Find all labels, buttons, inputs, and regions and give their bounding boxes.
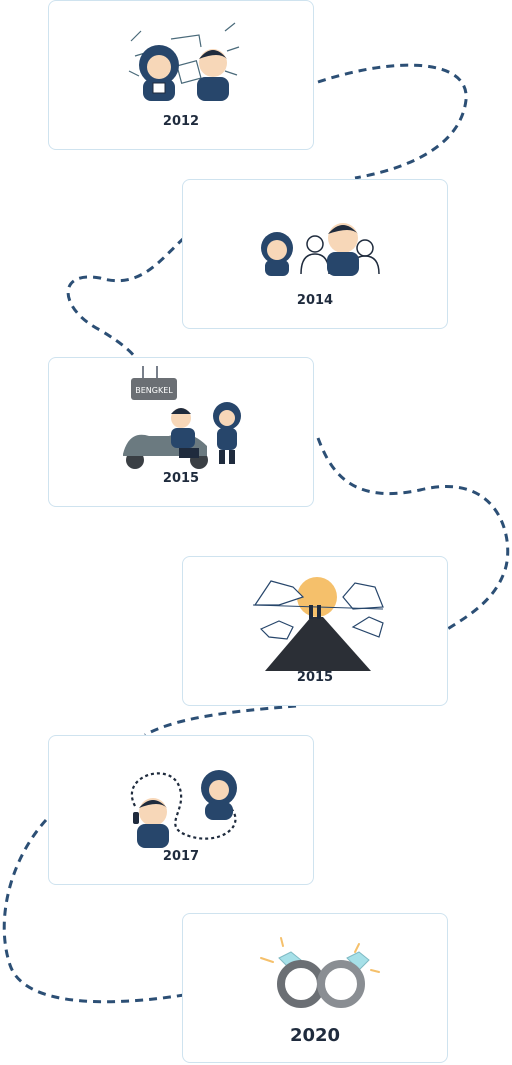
timeline-card-2012: 2012: [48, 0, 314, 150]
workshop-illustration: BENGKEL: [123, 366, 241, 469]
year-label: 2015: [162, 471, 200, 486]
timeline-card-2017: 2017: [48, 735, 314, 885]
phone-call-illustration: [131, 770, 237, 848]
year-label: 2014: [296, 293, 334, 308]
phone-icon: [133, 812, 139, 824]
rings-illustration: [260, 937, 380, 1008]
crowd-illustration: [261, 223, 380, 276]
year-label: 2015: [296, 670, 334, 685]
timeline-card-2014: 2014: [182, 179, 448, 329]
timeline-card-2015-workshop: BENGKEL 2015: [48, 357, 314, 507]
year-label: 2020: [289, 1025, 341, 1046]
timeline-card-2020: 2020: [182, 913, 448, 1063]
sign-text: BENGKEL: [135, 386, 173, 395]
mountain-illustration: [252, 577, 384, 671]
year-label: 2012: [162, 114, 200, 129]
study-illustration: [128, 22, 240, 101]
timeline-card-2015-mountain: 2015: [182, 556, 448, 706]
workshop-sign: [131, 378, 177, 400]
year-label: 2017: [162, 849, 200, 864]
